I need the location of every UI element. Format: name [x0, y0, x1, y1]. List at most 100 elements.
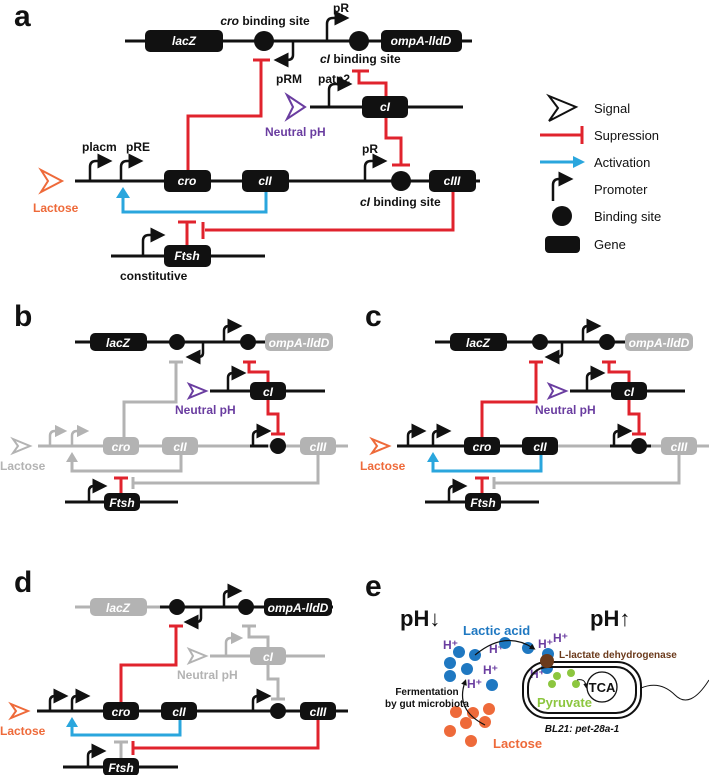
lactic-acid-dot	[444, 670, 456, 682]
neutral-ph-signal-icon	[546, 381, 569, 401]
gene-ci: cI	[362, 96, 408, 118]
activation-arrowhead	[116, 187, 130, 198]
gene-ciii	[300, 702, 336, 720]
activation-cii-to-pre	[70, 720, 182, 737]
gene-lacz: lacZ	[145, 30, 223, 52]
promoter-pr-top	[222, 583, 243, 607]
promoter-pr-top	[325, 10, 350, 41]
fermentation-label-2: by gut microbiota	[385, 699, 469, 710]
svg-text:Ftsh: Ftsh	[109, 496, 134, 510]
promoter-prm	[183, 607, 203, 630]
suppression-ci-top	[607, 362, 631, 382]
promoter-patp2	[226, 365, 247, 391]
lactose-label: Lactose	[0, 724, 46, 738]
promoter-placm	[88, 153, 113, 181]
proton-label: H⁺	[483, 663, 498, 677]
promoter-prm	[273, 41, 295, 68]
svg-text:lacZ: lacZ	[172, 34, 197, 48]
svg-text:lacZ: lacZ	[106, 336, 131, 350]
panel-d: d lacZ ompA-lldD Neutral pH cI Lactose c…	[0, 566, 348, 775]
svg-text:Supression: Supression	[594, 128, 659, 143]
lactose-signal-icon	[10, 436, 33, 456]
legend-item-signal: Signal	[546, 93, 630, 122]
promoter-pre	[70, 424, 90, 446]
tca-label: TCA	[589, 680, 616, 695]
panel-c: c lacZ ompA-lldD Neutral pH cI Lactose c…	[360, 300, 709, 511]
svg-text:lacZ: lacZ	[466, 336, 491, 350]
svg-text:cII: cII	[173, 440, 187, 454]
lactose-dot	[465, 735, 477, 747]
binding-site-icon	[552, 206, 572, 226]
lactose-signal-icon	[8, 701, 31, 721]
signal-icon	[546, 93, 579, 122]
svg-text:lacZ: lacZ	[106, 601, 131, 615]
lactose-molecules	[444, 703, 495, 747]
pyruvate-molecules	[548, 669, 580, 688]
svg-text:cIII: cIII	[310, 705, 327, 719]
panel-letter-e: e	[365, 570, 382, 603]
suppression-ci-top	[247, 626, 270, 647]
lactose-signal-icon	[369, 436, 392, 456]
ci-binding-site-mid-label: cI binding site	[360, 195, 441, 209]
activation-arrowhead	[66, 452, 78, 462]
gene-ompa-lldd	[264, 598, 332, 616]
strain-label: BL21: pet-28a-1	[545, 724, 620, 735]
promoter-patp2	[585, 365, 606, 391]
promoter-patp2	[327, 76, 353, 107]
panel-e: e pH↓ pH↑ Lactic acid H⁺ H⁺ H⁺ H⁺ H⁺ H⁺ …	[365, 570, 709, 751]
promoter-patp2	[224, 631, 244, 656]
activation-arrowhead	[66, 717, 78, 727]
gene-ompa-lldd	[625, 333, 693, 351]
lactose-dot	[450, 706, 462, 718]
svg-text:Gene: Gene	[594, 237, 626, 252]
ph-down-label: pH↓	[400, 606, 440, 631]
ci-binding-site-label: cI binding site	[320, 52, 401, 66]
neutral-ph-signal-icon	[186, 381, 209, 401]
lactic-acid-dot	[461, 663, 473, 675]
panel-letter-a: a	[14, 0, 31, 33]
proton-label: H⁺	[553, 631, 568, 645]
lactose-label: Lactose	[493, 736, 542, 751]
legend-item-gene: Gene	[545, 236, 626, 253]
gene-cii	[161, 702, 197, 720]
svg-text:cro: cro	[473, 440, 492, 454]
promoter-constitutive	[86, 743, 107, 767]
neutral-ph-signal-icon	[186, 646, 209, 666]
promoter-prm	[185, 342, 205, 365]
neutral-ph-signal-icon	[284, 92, 307, 122]
constitutive-label: constitutive	[120, 269, 188, 283]
lactose-dot	[483, 703, 495, 715]
panel-a: a lacZ cro binding site pRM pR cI bindin…	[14, 0, 480, 283]
gene-ompa-lldd: ompA-lldD	[381, 30, 462, 52]
gene-lacz	[450, 333, 507, 351]
suppression-ci-top	[247, 362, 270, 382]
svg-text:cro: cro	[112, 440, 131, 454]
lactose-dot	[467, 707, 479, 719]
flagellum	[640, 679, 709, 701]
suppression-cro-to-prm	[186, 60, 263, 170]
svg-text:cII: cII	[533, 440, 547, 454]
fermentation-label: Fermentation	[395, 687, 458, 698]
svg-text:cIII: cIII	[310, 440, 327, 454]
neutral-ph-label: Neutral pH	[175, 403, 236, 417]
activation-arrowhead	[427, 452, 439, 462]
enzyme-label: L-lactate dehydrogenase	[559, 650, 677, 661]
lactose-dot	[460, 717, 472, 729]
pyruvate-dot	[572, 680, 580, 688]
svg-text:cII: cII	[172, 705, 186, 719]
promoter-pr-mid	[251, 688, 272, 711]
svg-text:Binding site: Binding site	[594, 209, 661, 224]
proton-labels: H⁺ H⁺ H⁺ H⁺ H⁺ H⁺ H⁺	[443, 631, 568, 691]
lactic-acid-dot	[486, 679, 498, 691]
binding-site	[631, 438, 647, 454]
activation-cii-to-pre	[431, 455, 543, 473]
pyruvate-label: Pyruvate	[537, 695, 592, 710]
promoter-placm	[48, 688, 69, 711]
svg-text:Ftsh: Ftsh	[470, 496, 495, 510]
gene-cii	[162, 437, 198, 455]
legend-item-activation: Activation	[540, 155, 650, 170]
pyruvate-dot	[567, 669, 575, 677]
pr-top-label: pR	[333, 1, 349, 15]
promoter-pr-mid	[363, 153, 388, 181]
